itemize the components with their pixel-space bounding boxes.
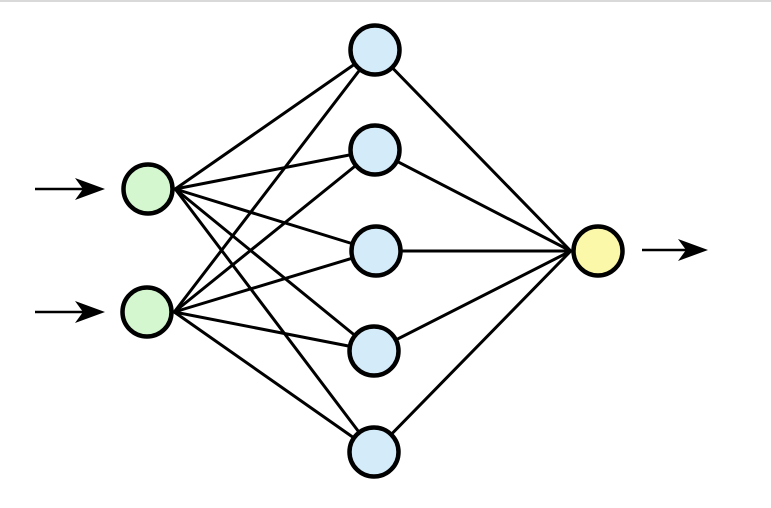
hidden-node-4 [347,324,401,378]
edge-in2-h1 [172,48,377,314]
hidden-node-2 [348,123,402,177]
edge-in1-h3 [173,187,378,253]
hidden-node-3 [349,224,403,278]
input-node-2 [120,285,174,339]
edge-in1-h1 [173,48,377,191]
output-arrow-head [678,239,708,261]
edge-in2-h4 [172,310,376,353]
top-edge-divider [0,0,771,2]
input-arrow-2-head [75,301,105,323]
edge-in1-h4 [173,187,376,353]
output-node-1 [571,224,625,278]
edge-in2-h3 [172,249,378,314]
edge-h5-out [372,249,573,454]
hidden-node-1 [348,23,402,77]
edge-h1-out [373,48,573,253]
input-node-1 [121,162,175,216]
edge-in1-h5 [173,187,376,454]
hidden-node-5 [347,425,401,479]
edge-in2-h5 [172,310,376,454]
input-arrow-1-head [75,178,105,200]
edge-in2-h2 [172,148,377,314]
edge-h2-out [373,148,573,253]
edge-in1-h2 [173,148,377,191]
edge-h4-out [372,249,573,353]
